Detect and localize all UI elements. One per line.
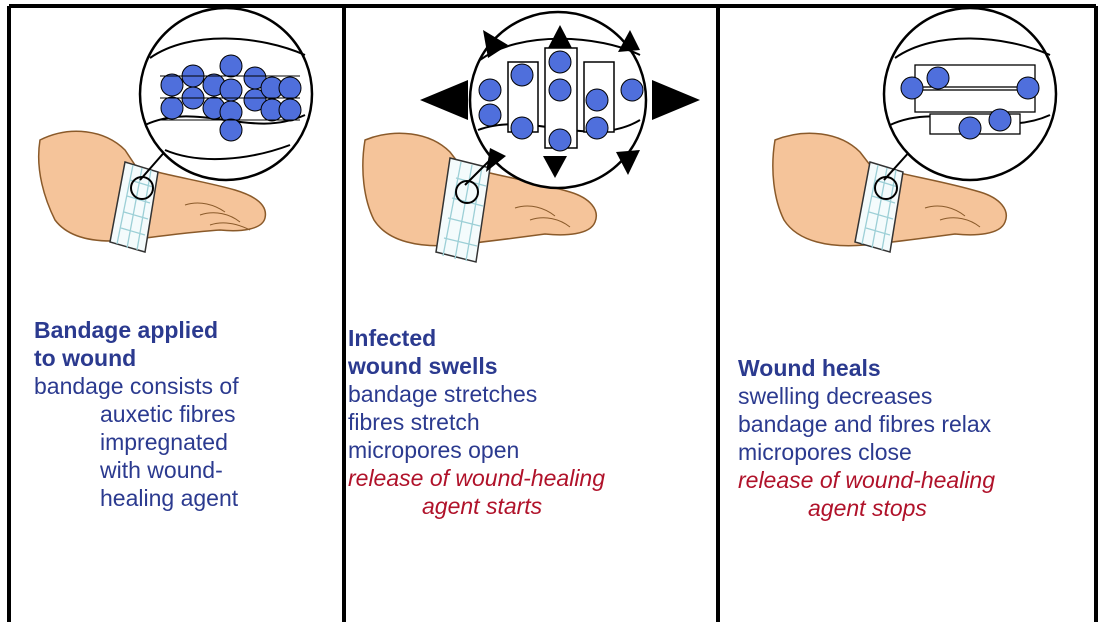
panel-title-line: Infected [348, 324, 605, 352]
panel-body-line: micropores close [738, 438, 995, 466]
panel-body-line: auxetic fibres [34, 400, 239, 428]
panel-italic-line: agent stops [738, 494, 995, 522]
panel-3-caption: Wound heals swelling decreases bandage a… [738, 354, 995, 522]
panel-body-line: micropores open [348, 436, 605, 464]
panel-body-line: bandage and fibres relax [738, 410, 995, 438]
panel-body-line: bandage stretches [348, 380, 605, 408]
panel-title-line: Bandage applied [34, 316, 239, 344]
panel-title-line: wound swells [348, 352, 605, 380]
panel-body-line: with wound- [34, 456, 239, 484]
panel-body-line: impregnated [34, 428, 239, 456]
panel-italic-line: agent starts [348, 492, 605, 520]
panel-1-caption: Bandage applied to wound bandage consist… [34, 316, 239, 512]
panel-title-line: to wound [34, 344, 239, 372]
panel-body-line: fibres stretch [348, 408, 605, 436]
panel-italic-line: release of wound-healing [738, 466, 995, 494]
magnified-view-circle [884, 8, 1056, 180]
panel-body-line: swelling decreases [738, 382, 995, 410]
panel-2-caption: Infected wound swells bandage stretches … [348, 324, 605, 520]
panel-body-line: bandage consists of [34, 372, 239, 400]
panel-body-line: healing agent [34, 484, 239, 512]
panel-title-line: Wound heals [738, 354, 995, 382]
panel-italic-line: release of wound-healing [348, 464, 605, 492]
